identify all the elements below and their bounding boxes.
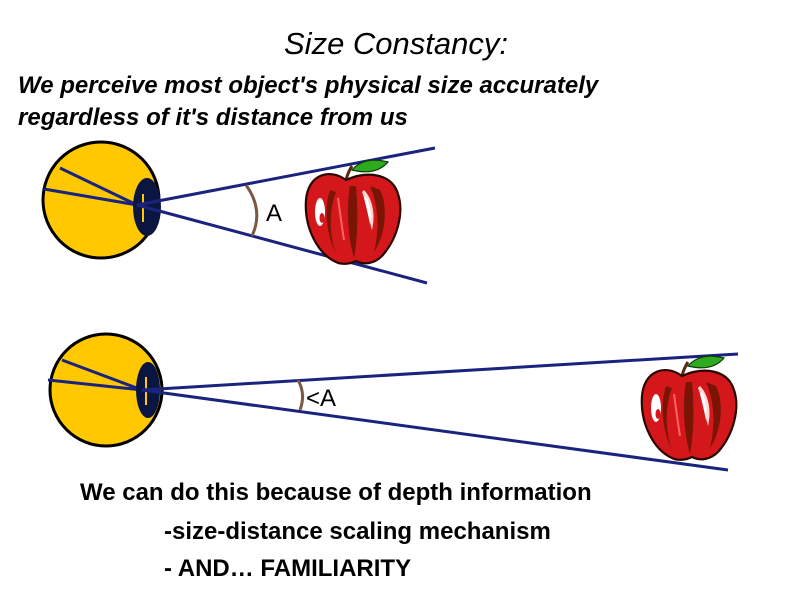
near-ray-top: [136, 146, 436, 207]
near-apple: [304, 158, 402, 266]
near-angle-label: A: [266, 200, 282, 227]
far-ray-top: [141, 352, 739, 392]
footer-line-1: We can do this because of depth informat…: [80, 479, 592, 506]
far-apple: [640, 354, 738, 462]
footer-line-3: - AND… FAMILIARITY: [164, 555, 412, 582]
far-ray-bottom: [141, 388, 729, 472]
far-angle-arc: [296, 379, 305, 411]
near-angle-arc: [244, 184, 259, 237]
far-angle-label: <A: [306, 385, 336, 412]
footer-line-2: -size-distance scaling mechanism: [164, 518, 551, 545]
subtitle-line-1: We perceive most object's physical size …: [18, 72, 599, 99]
near-eye: [41, 140, 161, 260]
slide-title: Size Constancy:: [284, 26, 508, 61]
slide-subtitle: We perceive most object's physical size …: [18, 70, 598, 134]
near-ray-bottom: [136, 203, 428, 285]
subtitle-line-2: regardless of it's distance from us: [18, 104, 408, 131]
